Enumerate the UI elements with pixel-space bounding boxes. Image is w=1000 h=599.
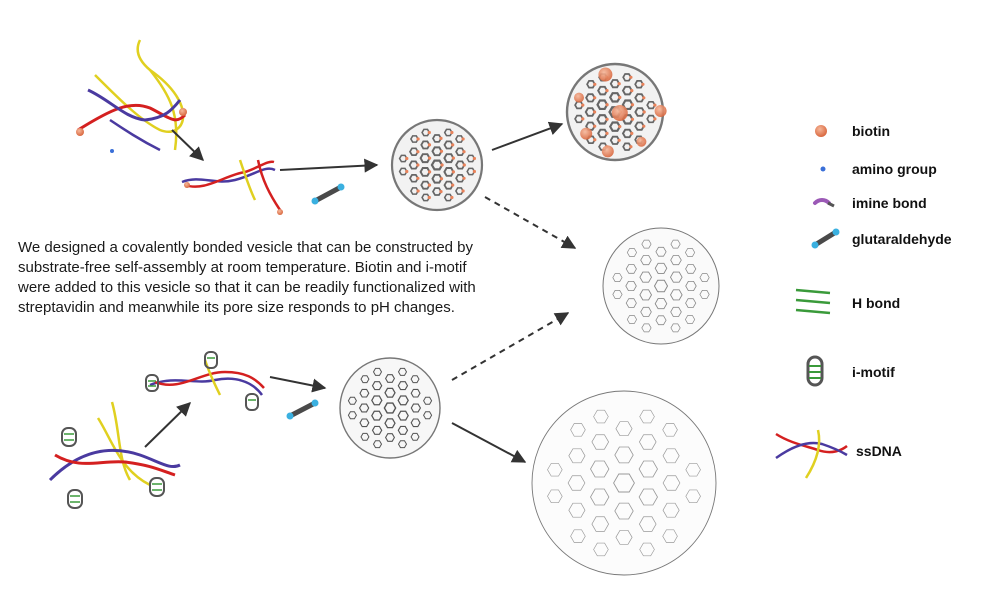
vesicle-biotin (390, 118, 484, 212)
vesicle-large-pore (531, 390, 717, 576)
ssdna-pair-imotif (145, 351, 265, 411)
legend-hbond-label: H bond (852, 295, 900, 311)
vesicle-imotif (339, 357, 441, 459)
ssdna-pair-biotin (181, 159, 283, 215)
vesicle-small-pore (602, 227, 720, 345)
legend-glutaraldehyde-label: glutaraldehyde (852, 231, 952, 247)
i-motif-icon (806, 355, 824, 387)
ssdna-icon (775, 429, 848, 479)
legend-imotif-label: i-motif (852, 364, 895, 380)
i-motif-icon (61, 427, 165, 509)
amino-group-icon (820, 166, 826, 172)
imine-bond-icon (813, 198, 835, 208)
description-text: We designed a covalently bonded vesicle … (18, 239, 476, 316)
legend-biotin-label: biotin (852, 123, 890, 139)
biotin-icon (815, 125, 827, 137)
glutaraldehyde-icon (311, 183, 345, 205)
process-arrows (144, 121, 577, 463)
legend: biotin amino group imine bond glutaralde… (775, 123, 952, 479)
glutaraldehyde-icon (811, 228, 840, 249)
legend-imine-label: imine bond (852, 195, 927, 211)
ssdna-assembly-imotif (48, 401, 181, 509)
glutaraldehyde-icon (286, 399, 319, 420)
legend-ssdna-label: ssDNA (856, 443, 902, 459)
ssdna-assembly-biotin (76, 39, 187, 153)
h-bond-icon (795, 288, 831, 315)
vesicle-biotin-streptavidin (565, 62, 667, 162)
legend-amino-label: amino group (852, 161, 937, 177)
